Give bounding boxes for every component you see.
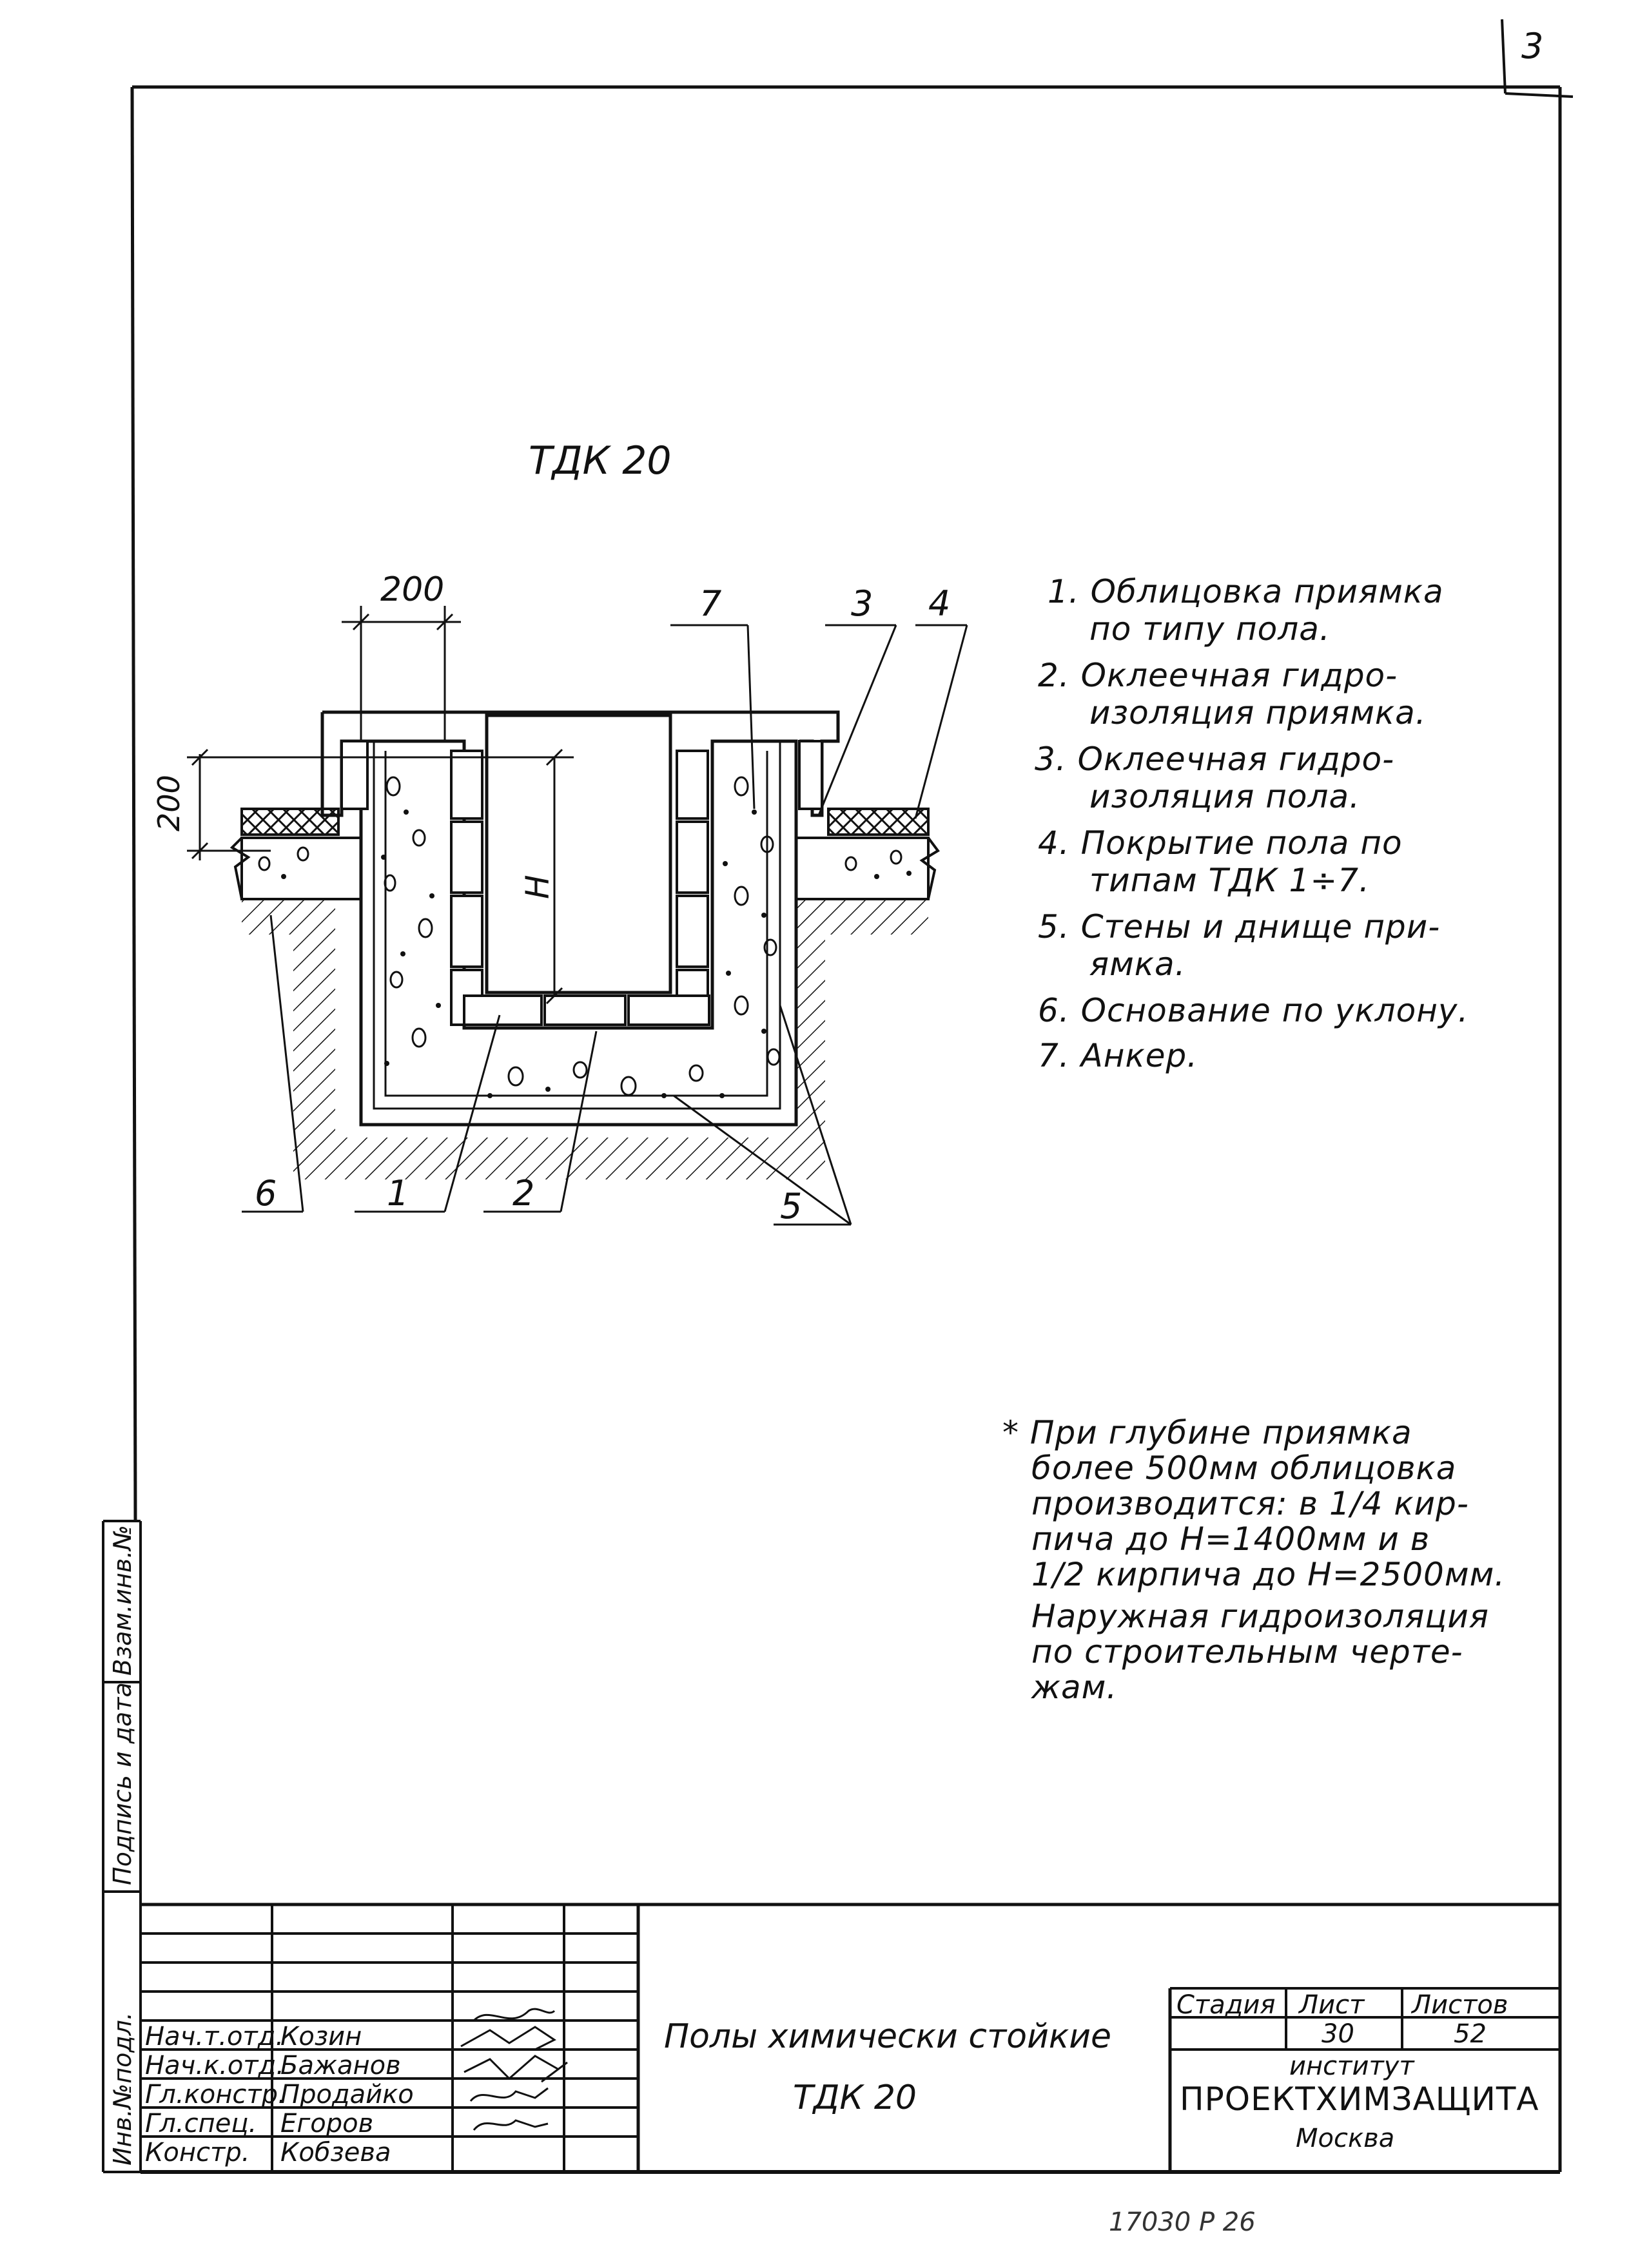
legend-line-7: 4. Покрытие пола по [1038,824,1403,862]
brick-right-2 [676,820,709,894]
legend-line-4: изоляция приямка. [1089,694,1427,732]
pit-section [229,710,940,1179]
callout-1: 1 [387,1173,409,1214]
tb-sheet-label: Лист [1299,1990,1365,2020]
note-line-4: пича до Н=1400мм и в [1031,1520,1430,1558]
drawing-title: ТДК 20 [529,438,672,483]
side-stamp-signature-date: Подпись и дата [108,1682,137,1885]
tb-name-3: Продайко [280,2080,414,2109]
brick-left-3 [450,895,483,968]
pit-cavity [485,713,672,994]
side-stamp-inv-no: Инв.№подл. [108,2011,137,2166]
tb-title-line-2: ТДК 20 [793,2079,917,2117]
leader-lines [242,624,968,1226]
tb-sheets-total: 52 [1454,2019,1487,2049]
note-line-2: более 500мм облицовка [1031,1449,1457,1487]
floor-covering-right [827,808,930,836]
legend-line-10: ямка. [1089,945,1186,983]
aggregate-marks [258,776,902,1096]
legend-line-12: 7. Анкер. [1038,1037,1198,1074]
side-stamp-frame [102,1520,142,2173]
callout-7: 7 [699,583,722,624]
tb-sheets-label: Листов [1412,1990,1508,2020]
legend-line-11: 6. Основание по уклону. [1038,992,1469,1029]
callout-5: 5 [780,1186,803,1226]
signature-scribbles [460,2008,568,2131]
waterproofing-line-inner [384,751,768,1097]
brick-bottom-3 [627,994,710,1026]
tb-stage-label: Стадия [1176,1990,1276,2020]
tb-role-3: Гл.констр. [145,2080,286,2109]
waterproofing-line [373,741,781,1110]
legend-line-8: типам ТДК 1÷7. [1089,862,1370,899]
dimension-label-h: H [519,875,556,899]
callout-2: 2 [512,1173,535,1214]
brick-right-3 [676,895,709,968]
legend-line-3: 2. Оклеечная гидро- [1038,657,1398,694]
note-line-8: жам. [1031,1669,1118,1706]
break-line-right [919,837,940,900]
note-line-1: * При глубине приямка [1002,1414,1412,1451]
side-stamp-replace-inv: Взам.инв.№ [108,1525,137,1676]
tb-role-2: Нач.к.отд. [145,2051,284,2080]
floor-base-right [788,837,930,900]
brick-bottom-1 [463,994,543,1026]
aggregate-dots [281,809,912,1098]
tb-institute-line-3: Москва [1296,2124,1395,2153]
tb-institute-line-2: ПРОЕКТХИМЗАЩИТА [1180,2080,1539,2118]
sheet-frame [130,19,1574,2174]
brick-right-1 [676,750,709,820]
tb-role-4: Гл.спец. [145,2109,257,2138]
tb-role-5: Констр. [145,2138,250,2167]
legend-line-9: 5. Стены и днище при- [1038,908,1441,945]
dimension-label-left: 200 [151,775,186,831]
break-line-left [229,837,251,900]
tb-name-1: Козин [280,2022,362,2051]
tb-name-2: Бажанов [280,2051,401,2080]
tb-sheet-no: 30 [1322,2019,1354,2049]
legend-line-6: изоляция пола. [1089,778,1360,815]
brick-left-1 [450,750,483,820]
brick-left-2 [450,820,483,894]
corner-mark: 3 [1521,26,1544,66]
tb-name-4: Егоров [280,2109,374,2138]
brick-bottom-2 [543,994,627,1026]
rim-tile-right [798,740,823,810]
footer-mark: 17030 Р 26 [1109,2207,1256,2237]
callout-4: 4 [928,583,951,624]
note-line-7: по строительным черте- [1031,1633,1463,1671]
tb-institute-line-1: институт [1289,2051,1414,2081]
tb-role-1: Нач.т.отд. [145,2022,284,2051]
legend-line-5: 3. Оклеечная гидро- [1035,741,1395,778]
legend-line-1: 1. Облицовка приямка [1048,573,1444,610]
rim-tile-left [340,740,369,810]
tb-name-5: Кобзева [280,2138,391,2167]
note-line-6: Наружная гидроизоляция [1031,1598,1489,1635]
note-line-5: 1/2 кирпича до Н=2500мм. [1031,1556,1506,1593]
tb-title-line-1: Полы химически стойкие [664,2017,1112,2056]
title-block-grid [141,1903,1560,2172]
callout-6: 6 [255,1173,277,1214]
dimension-label-top: 200 [380,570,445,609]
legend-line-2: по типу пола. [1089,610,1331,648]
dimension-lines [187,606,574,1005]
note-line-3: производится: в 1/4 кир- [1031,1485,1469,1522]
callout-3: 3 [851,583,873,624]
